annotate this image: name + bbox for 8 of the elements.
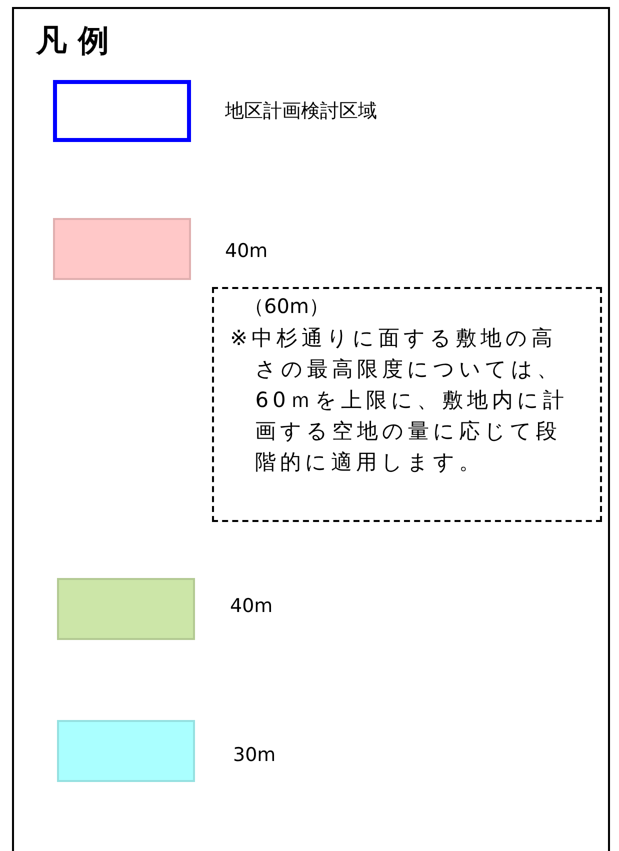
legend-label: 地区計画検討区域: [225, 99, 377, 124]
note-text: ※中杉通りに面する敷地の高さの最高限度については、60ｍを上限に、敷地内に計画する空地の量に応じて段階的に適用します。: [230, 325, 569, 476]
note-heading: （60m）: [244, 293, 329, 320]
legend-label: 30m: [233, 744, 276, 766]
legend-label: 40m: [225, 240, 268, 262]
note-box: [212, 287, 602, 522]
legend-title: 凡 例: [36, 22, 109, 61]
legend-label: 40m: [230, 595, 273, 617]
